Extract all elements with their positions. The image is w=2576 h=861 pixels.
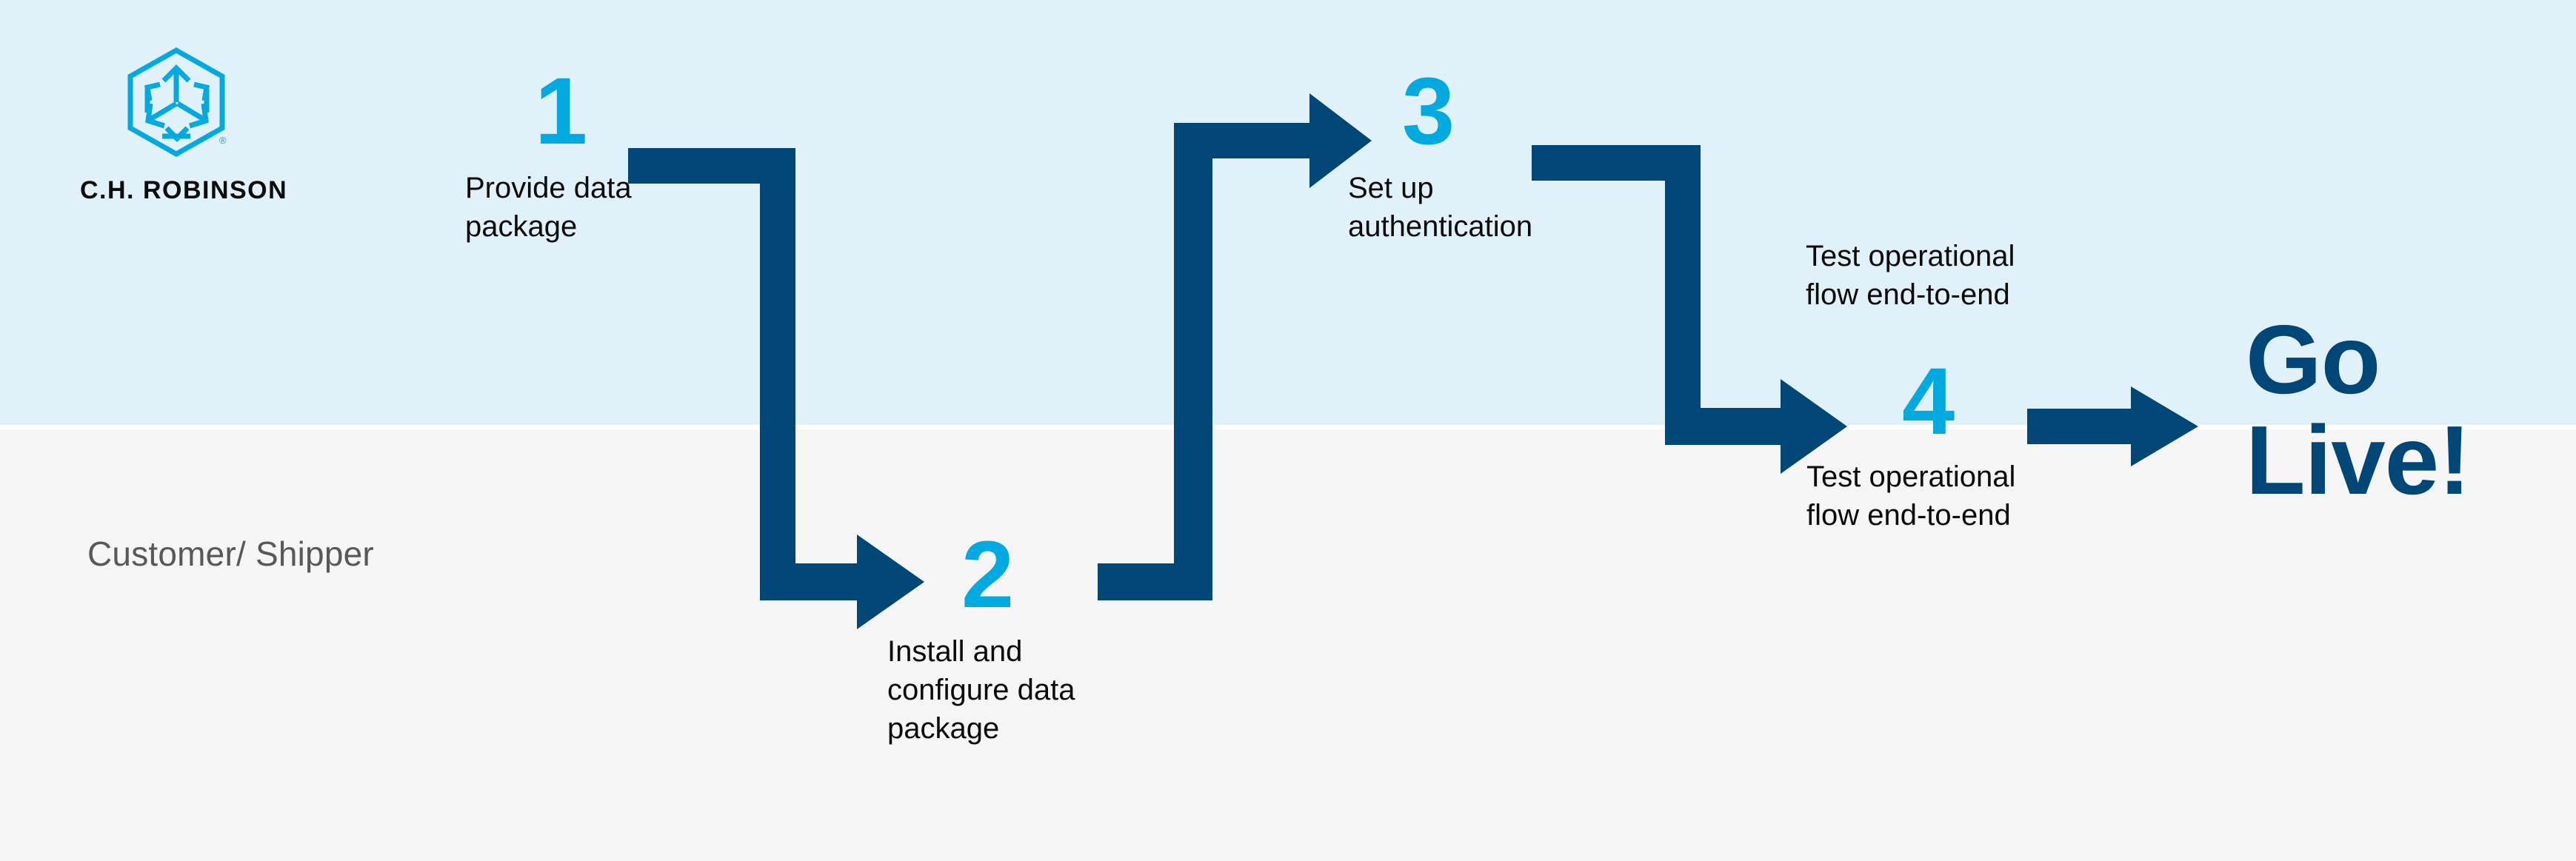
caption-test-operational-flow-upper: Test operational flow end-to-end: [1806, 240, 2015, 311]
ch-robinson-cube-logo-icon: ®: [127, 47, 227, 158]
step-1-number: 1: [535, 58, 587, 164]
step-4: 4 Test operational flow end-to-end: [1806, 349, 2015, 535]
step-4-label: Test operational flow end-to-end: [1806, 460, 2016, 532]
connector-step1-to-step2: [628, 148, 924, 629]
connector-step4-to-golive: [2027, 386, 2198, 466]
registered-trademark-mark: ®: [219, 135, 227, 146]
step-1: 1 Provide data package: [465, 58, 632, 246]
go-live-callout: Go Live!: [2246, 305, 2471, 515]
swimlane-band-bottom: [0, 429, 2576, 861]
step-3: 3 Set up authentication: [1348, 58, 1532, 246]
step-2-number: 2: [961, 522, 1014, 628]
swimlane-band-top: [0, 0, 2576, 425]
lane-label-customer-shipper: Customer/ Shipper: [87, 535, 374, 573]
step-2: 2 Install and configure data package: [887, 522, 1075, 748]
connector-step2-to-step3: [1098, 93, 1372, 600]
step-3-label: Set up authentication: [1348, 172, 1533, 244]
brand-block: ® C.H. ROBINSON: [80, 44, 288, 205]
step-4-number: 4: [1902, 349, 1955, 455]
step-3-number: 3: [1402, 58, 1455, 164]
step-2-label: Install and configure data package: [887, 635, 1075, 746]
connector-step3-to-step4: [1532, 145, 1847, 474]
brand-name: C.H. ROBINSON: [80, 176, 288, 204]
step-1-label: Provide data package: [465, 172, 632, 244]
